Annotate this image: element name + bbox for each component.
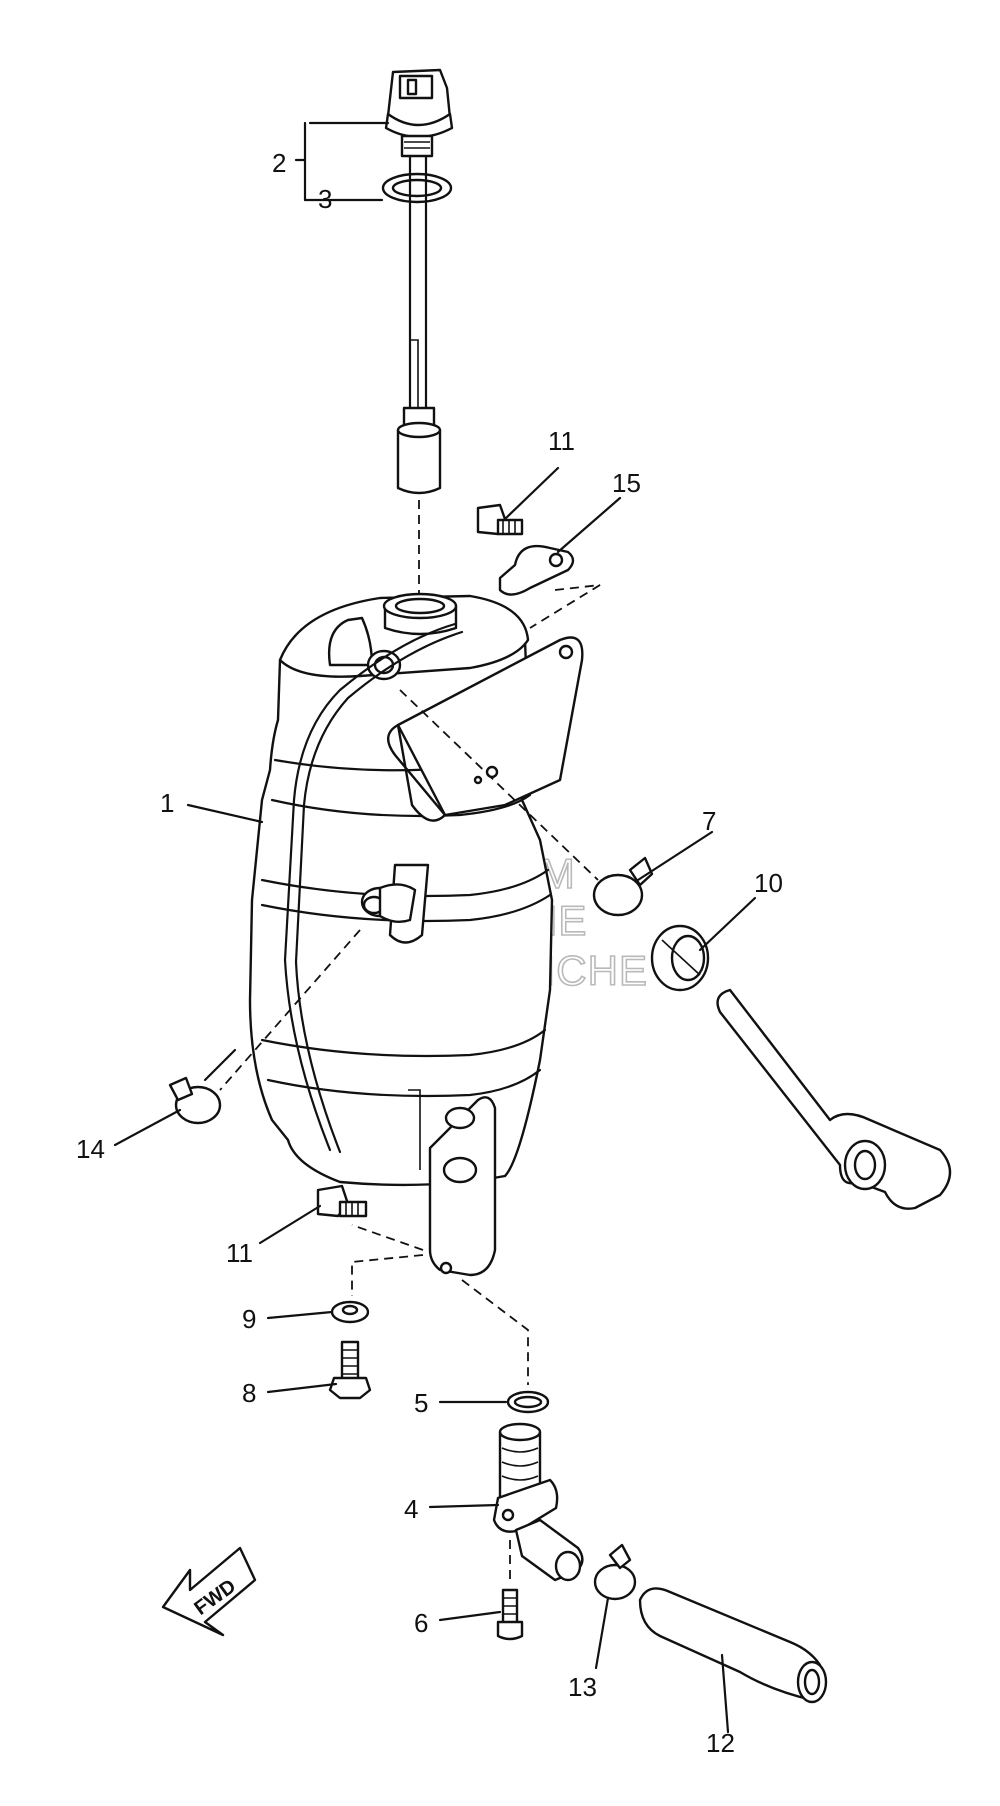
hose-clip-7-part[interactable] xyxy=(399,689,654,917)
upper-hose-part[interactable] xyxy=(716,988,952,1210)
callout-9: 9 xyxy=(242,1304,256,1334)
callout-11-lower: 11 xyxy=(226,1238,253,1268)
callout-11-upper: 11 xyxy=(548,426,575,456)
callout-numbers: 2 3 1 11 15 7 10 14 11 9 8 5 4 6 13 12 xyxy=(76,148,783,1758)
callout-15: 15 xyxy=(612,468,641,498)
callout-5: 5 xyxy=(414,1388,428,1418)
oil-tank-part[interactable] xyxy=(248,592,584,1277)
grommet-part[interactable] xyxy=(650,924,710,992)
leader-lines xyxy=(113,121,757,1734)
lower-bolt-part[interactable] xyxy=(316,1184,424,1251)
callout-4: 4 xyxy=(404,1494,418,1524)
callout-8: 8 xyxy=(242,1378,256,1408)
cable-clamp-part[interactable] xyxy=(498,544,601,629)
callout-6: 6 xyxy=(414,1608,428,1638)
lower-hose-part[interactable] xyxy=(638,1587,828,1704)
hose-clip-13-part[interactable] xyxy=(593,1543,637,1601)
o-ring-5-part[interactable] xyxy=(461,1279,550,1414)
callout-3: 3 xyxy=(318,184,332,214)
callout-10: 10 xyxy=(754,868,783,898)
callout-7: 7 xyxy=(702,806,716,836)
bolt-8-part[interactable] xyxy=(328,1340,372,1400)
callout-14: 14 xyxy=(76,1134,105,1164)
fwd-arrow-icon: FWD xyxy=(161,1546,257,1637)
screw-6-part[interactable] xyxy=(496,1588,524,1641)
washer-part[interactable] xyxy=(330,1254,424,1324)
upper-bolt-part[interactable] xyxy=(476,503,524,536)
callout-2: 2 xyxy=(272,148,286,178)
callout-13: 13 xyxy=(568,1672,597,1702)
callout-1: 1 xyxy=(160,788,174,818)
level-sensor-part[interactable] xyxy=(381,68,454,606)
hose-clip-14-part[interactable] xyxy=(168,929,361,1125)
fitting-part[interactable] xyxy=(492,1422,584,1585)
callout-12: 12 xyxy=(706,1728,735,1758)
